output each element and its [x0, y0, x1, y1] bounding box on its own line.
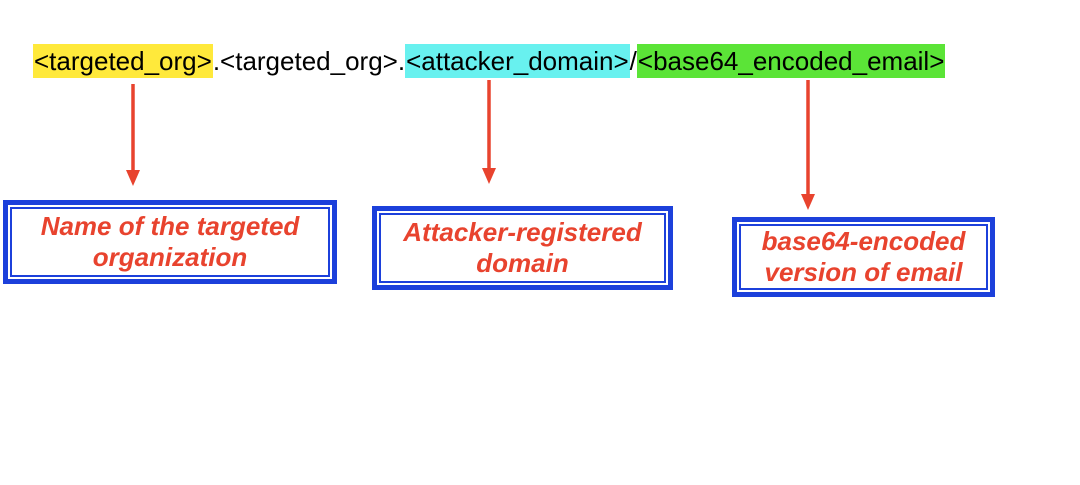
callout-targeted-org: Name of the targeted organization	[3, 200, 337, 284]
url-segment-targeted-org: <targeted_org>	[33, 44, 213, 78]
url-structure-line: <targeted_org>.<targeted_org>.<attacker_…	[33, 44, 946, 78]
url-segment-attacker-domain: <attacker_domain>	[405, 44, 630, 78]
callout-base64-email: base64-encoded version of email	[732, 217, 995, 297]
callout-base64-email-label: base64-encoded version of email	[739, 224, 988, 290]
arrow-to-attacker-domain-callout	[482, 80, 496, 184]
callout-attacker-domain: Attacker-registered domain	[372, 206, 673, 290]
arrow-to-targeted-org-callout	[126, 84, 140, 186]
url-segment-base64-email: <base64_encoded_email>	[636, 44, 946, 78]
url-segment-subdomain-plain: .<targeted_org>.	[212, 46, 406, 76]
callout-targeted-org-label: Name of the targeted organization	[10, 207, 330, 277]
callout-attacker-domain-label: Attacker-registered domain	[379, 213, 666, 283]
arrow-to-base64-email-callout	[801, 80, 815, 210]
url-segment-slash: /	[629, 46, 637, 76]
